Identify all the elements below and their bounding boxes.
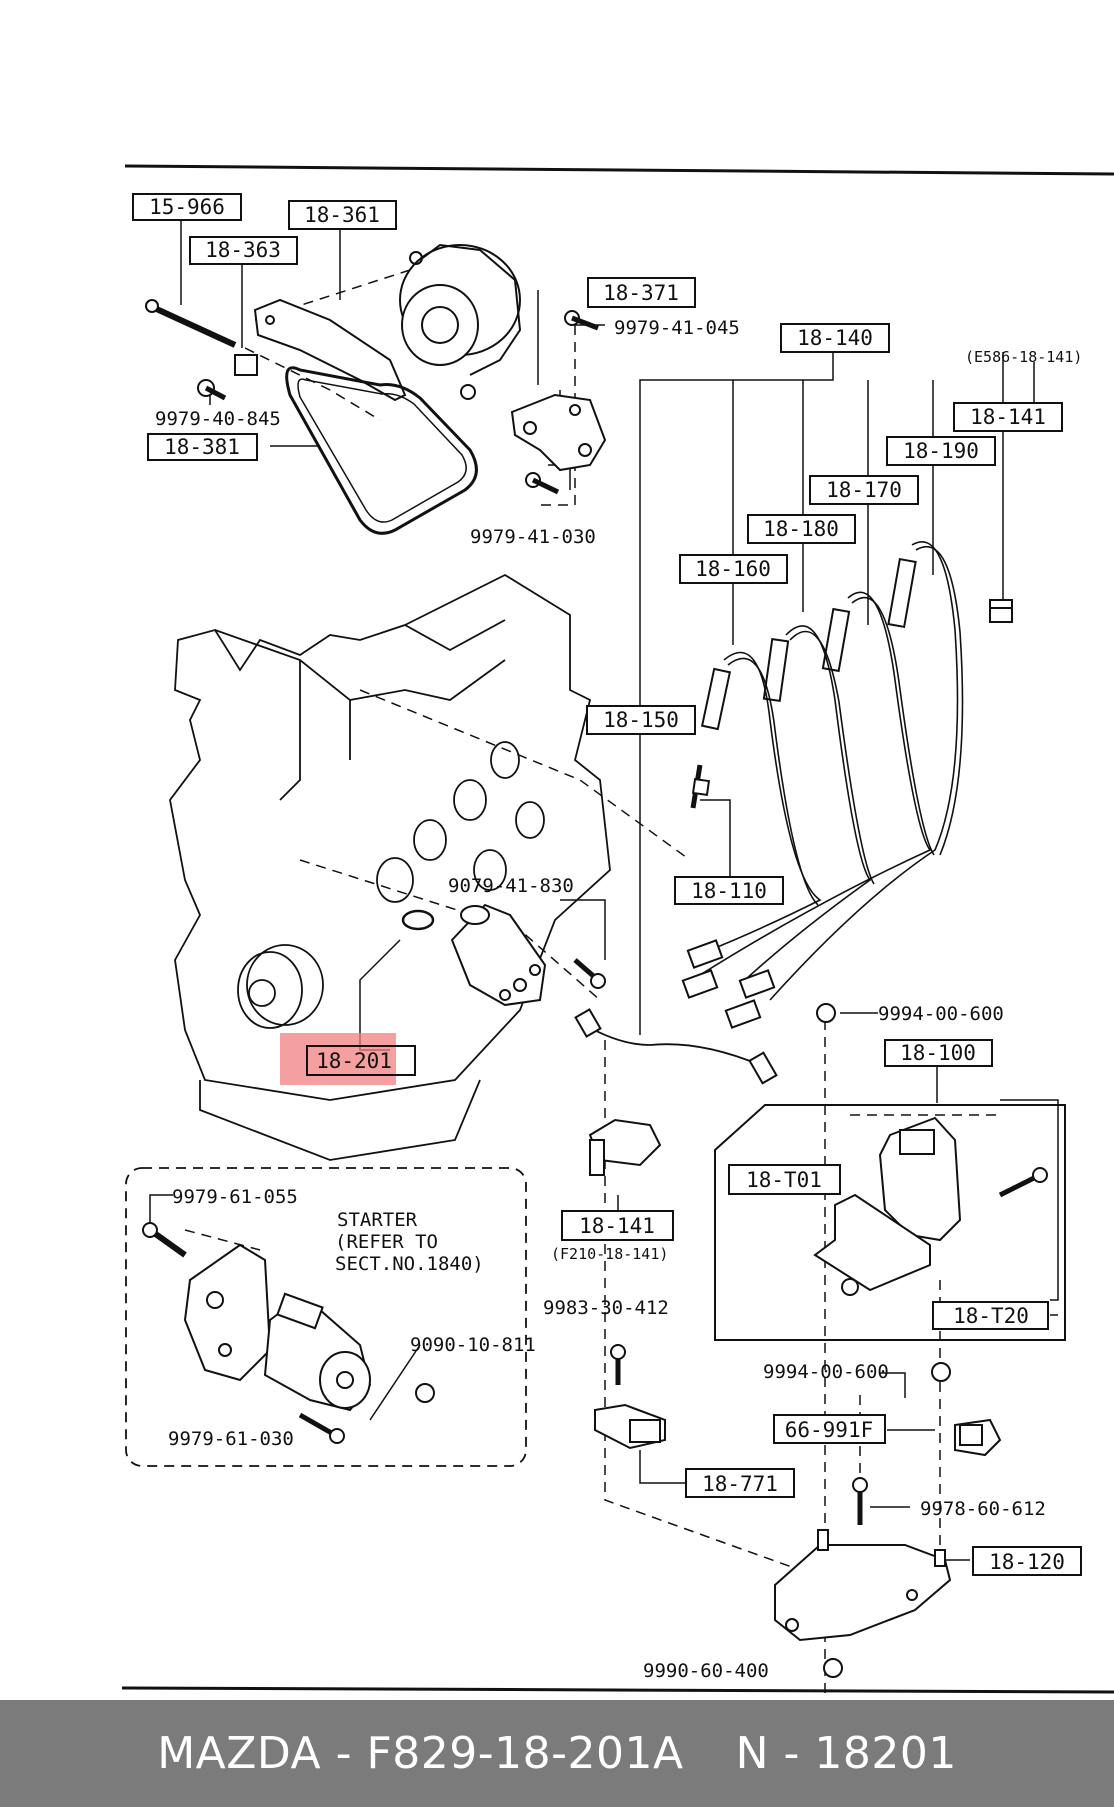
part-label: 66-991F	[785, 1418, 874, 1442]
starter-note: SECT.NO.1840)	[335, 1253, 484, 1275]
part-label: 18-T20	[953, 1304, 1029, 1328]
bottom-frame-line	[121, 1686, 1114, 1694]
part-label: 18-100	[900, 1041, 976, 1065]
part-label: 18-361	[304, 203, 380, 227]
label-box	[189, 236, 298, 265]
part-label: 18-363	[205, 238, 281, 262]
bolt-number: 9090-10-811	[410, 1334, 536, 1356]
spark-plug-wires	[681, 541, 1013, 1029]
distributor	[450, 903, 778, 1085]
part-label: 15-966	[149, 195, 225, 219]
bolt-number: 9979-61-055	[172, 1186, 298, 1208]
label-box	[306, 1045, 416, 1076]
part-label: 18-141	[579, 1214, 655, 1238]
label-box	[674, 876, 784, 905]
label-box	[884, 1039, 993, 1067]
starter-assembly	[125, 1167, 527, 1467]
label-box	[780, 323, 890, 353]
bolt-number: 9979-41-045	[614, 317, 740, 339]
label-box	[728, 1164, 841, 1195]
label-box	[953, 402, 1063, 432]
bolt-number: 9994-00-600	[878, 1003, 1004, 1025]
bolt-number: 9994-00-600	[763, 1361, 889, 1383]
label-box	[561, 1210, 674, 1241]
label-box	[586, 705, 696, 735]
label-box	[587, 277, 696, 308]
part-label: 18-140	[797, 326, 873, 350]
starter-note: STARTER	[337, 1209, 418, 1231]
parts-diagram: 15-966 18-361 18-363 18-371 18-140 18-14…	[121, 164, 1114, 1700]
part-label: 18-190	[903, 439, 979, 463]
part-label: 18-381	[164, 435, 240, 459]
bolt-number: 9983-30-412	[543, 1297, 669, 1319]
part-label-highlighted: 18-201	[316, 1049, 392, 1073]
part-label: 18-T01	[746, 1168, 822, 1192]
engine-block	[169, 573, 611, 1161]
label-box	[886, 436, 996, 466]
bolt-number: 9979-40-845	[155, 408, 281, 430]
part-label: 18-771	[702, 1472, 778, 1496]
caption-bar: MAZDA - F829-18-201A N - 18201	[0, 1700, 1114, 1807]
diagram-number-caption: N - 18201	[735, 1728, 957, 1779]
bolt-number: 9079-41-830	[448, 875, 574, 897]
part-label: 18-141	[970, 405, 1046, 429]
ignition-coil-assembly	[714, 1003, 1066, 1341]
label-box	[679, 554, 788, 584]
part-label: 18-150	[603, 708, 679, 732]
label-box	[747, 514, 856, 544]
label-box	[685, 1468, 795, 1498]
label-box	[932, 1301, 1049, 1330]
reference-note: (F210-18-141)	[551, 1245, 668, 1263]
part-label: 18-371	[603, 281, 679, 305]
highlight-box	[280, 1033, 396, 1085]
part-label: 18-170	[826, 478, 902, 502]
bolt-number: 9978-60-612	[920, 1498, 1046, 1520]
bolt-number: 9979-61-030	[168, 1428, 294, 1450]
part-label: 18-180	[763, 517, 839, 541]
label-box	[132, 193, 242, 221]
caption-text: MAZDA - F829-18-201A N - 18201	[0, 1728, 1114, 1779]
part-label: 18-110	[691, 879, 767, 903]
bolt-number: 9990-60-400	[643, 1660, 769, 1682]
part-label: 18-160	[695, 557, 771, 581]
reference-note: (E586-18-141)	[965, 348, 1082, 366]
label-box	[147, 433, 258, 461]
label-box	[972, 1546, 1082, 1576]
label-box	[288, 200, 397, 230]
label-box	[773, 1414, 886, 1444]
label-box	[809, 475, 919, 505]
starter-note: (REFER TO	[335, 1231, 438, 1253]
sensor-brackets	[588, 1118, 1002, 1678]
part-label: 18-120	[989, 1550, 1065, 1574]
top-frame-line	[124, 164, 1114, 176]
alternator-assembly	[145, 243, 607, 535]
bolt-number: 9979-41-030	[470, 526, 596, 548]
part-number-caption: MAZDA - F829-18-201A	[157, 1728, 684, 1779]
